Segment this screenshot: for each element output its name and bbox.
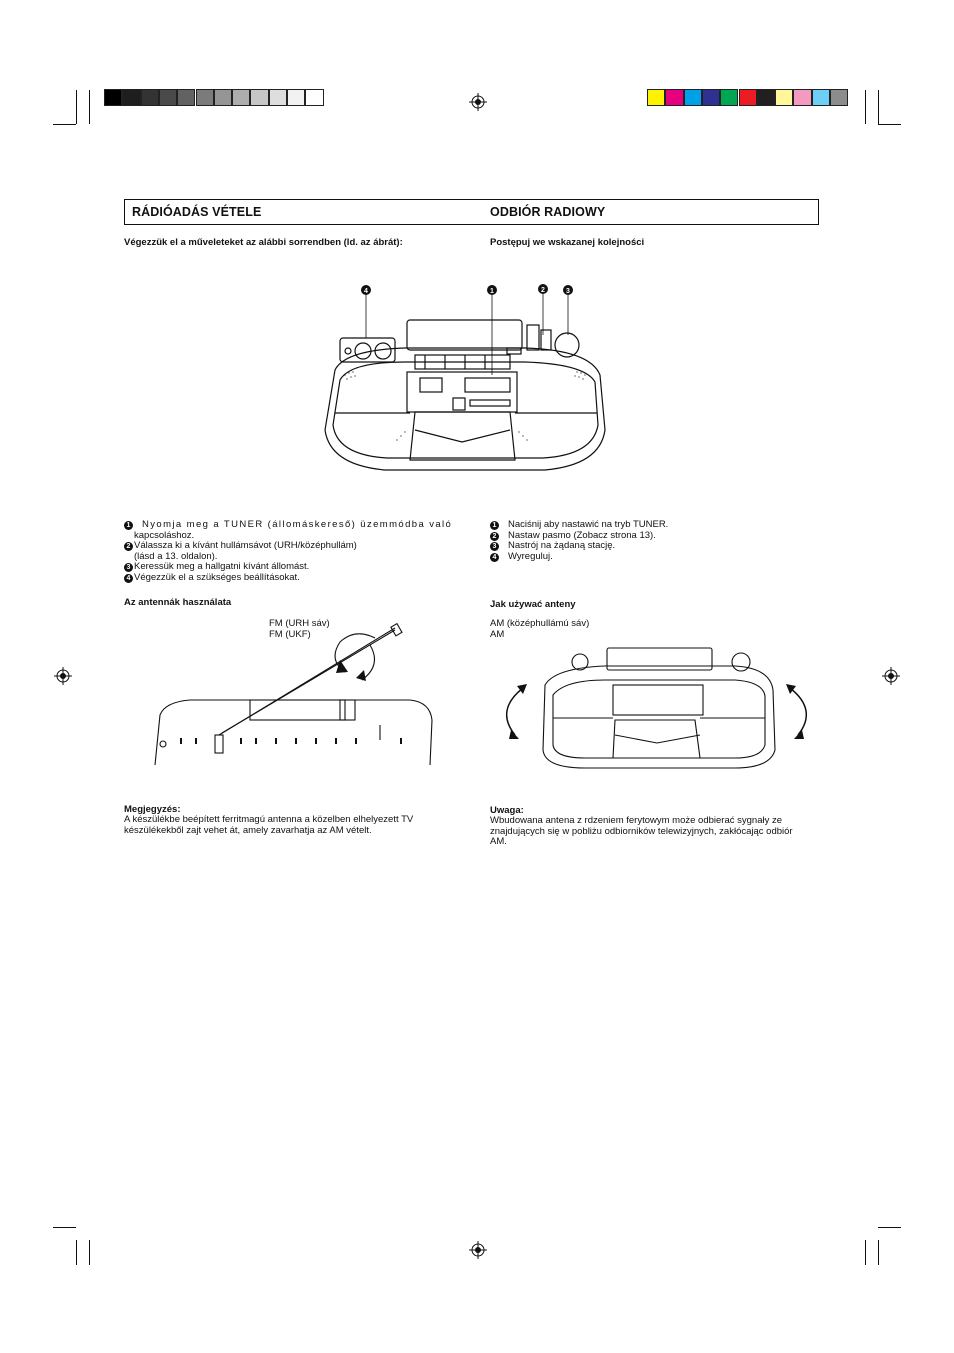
- gray-swatch: [122, 89, 141, 106]
- step-text: Naciśnij aby nastawić na tryb TUNER.: [508, 519, 669, 530]
- am-antenna-figure: [506, 647, 807, 769]
- color-swatch: [738, 89, 757, 106]
- callout-1: [487, 285, 497, 295]
- step-text: Keressük meg a hallgatni kívánt állomást…: [134, 561, 310, 572]
- callout-3-label: 3: [566, 288, 570, 295]
- gray-swatch: [177, 89, 196, 106]
- step-number: 4: [124, 574, 133, 583]
- left-intro: Végezzük el a műveleteket az alábbi sorr…: [124, 237, 403, 248]
- step-number: 3: [490, 542, 499, 551]
- gray-swatch: [287, 89, 306, 106]
- left-antenna-heading: Az antennák használata: [124, 597, 232, 608]
- step-number: 1: [124, 521, 133, 530]
- step-text: Nyomja meg a TUNER (állomáskereső) üzemm…: [142, 519, 453, 530]
- color-swatch: [647, 89, 666, 106]
- left-note-heading: Megjegyzés:: [124, 804, 181, 815]
- callout-2: [538, 284, 548, 294]
- color-swatch: [665, 89, 684, 106]
- color-swatch: [720, 89, 739, 106]
- callout-2-label: 2: [541, 287, 545, 294]
- left-note: A készülékbe beépített ferritmagú antenn…: [124, 814, 454, 836]
- callout-4-label: 4: [364, 288, 368, 295]
- step-text: kapcsoláshoz.: [134, 530, 195, 541]
- step-number: 3: [124, 563, 133, 572]
- gray-swatch: [305, 89, 324, 106]
- step-text: Wyreguluj.: [508, 551, 553, 562]
- step-text: Nastrój na żądaną stację.: [508, 540, 616, 551]
- color-swatch: [830, 89, 849, 106]
- am-label-2: AM: [490, 629, 505, 640]
- fm-antenna-figure: [154, 622, 433, 766]
- gray-swatch: [232, 89, 251, 106]
- gray-swatch: [158, 89, 178, 106]
- gray-swatch: [140, 89, 159, 106]
- left-section-title: RÁDIÓADÁS VÉTELE: [132, 205, 262, 219]
- right-intro: Postępuj we wskazanej kolejności: [490, 237, 645, 248]
- step-text: (lásd a 13. oldalon).: [134, 551, 218, 562]
- section-header: RÁDIÓADÁS VÉTELE ODBIÓR RADIOWY: [124, 199, 819, 225]
- gray-swatch: [250, 89, 269, 106]
- color-swatch: [701, 89, 721, 106]
- step-number: 2: [124, 542, 133, 551]
- am-label-1: AM (középhullámú sáv): [490, 618, 590, 629]
- registration-target-left: [54, 667, 72, 685]
- callout-3: [563, 285, 573, 295]
- note-line: AM.: [490, 836, 507, 848]
- callout-1-label: 1: [490, 288, 494, 295]
- step-number: 2: [490, 532, 499, 541]
- step-number: 4: [490, 553, 499, 562]
- registration-target-bottom: [469, 1241, 487, 1259]
- step-text: Nastaw pasmo (Zobacz strona 13).: [508, 530, 656, 541]
- right-note: Wbudowana antena z rdzeniem ferytowym mo…: [490, 815, 820, 848]
- note-line: készülékekből zajt vehet át, amely zavar…: [124, 824, 372, 836]
- callout-4: [361, 285, 371, 295]
- fm-label-1: FM (URH sáv): [269, 618, 330, 629]
- note-line: znajdujących się w pobliżu odbiorników t…: [490, 825, 793, 837]
- gray-swatch: [195, 89, 214, 106]
- step-text: Végezzük el a szükséges beállításokat.: [134, 572, 300, 583]
- step-number: 1: [490, 521, 499, 530]
- color-swatch: [756, 89, 776, 106]
- color-swatch: [811, 89, 830, 106]
- note-line: Wbudowana antena z rdzeniem ferytowym mo…: [490, 815, 783, 826]
- note-line: A készülékbe beépített ferritmagú antenn…: [124, 814, 414, 825]
- boombox-front-figure: 4 1 2 3: [324, 284, 606, 471]
- right-note-heading: Uwaga:: [490, 805, 524, 816]
- fm-label-2: FM (UKF): [269, 629, 311, 640]
- registration-target-right: [882, 667, 900, 685]
- right-section-title: ODBIÓR RADIOWY: [490, 205, 606, 219]
- gray-swatch: [213, 89, 233, 106]
- gray-swatch: [104, 89, 123, 106]
- color-swatch: [793, 89, 812, 106]
- step-text: Válassza ki a kívánt hullámsávot (URH/kö…: [134, 540, 357, 551]
- gray-swatch: [268, 89, 287, 106]
- color-swatch: [775, 89, 794, 106]
- right-antenna-heading: Jak używać anteny: [490, 599, 576, 610]
- color-swatch: [683, 89, 702, 106]
- registration-target-top: [469, 93, 487, 111]
